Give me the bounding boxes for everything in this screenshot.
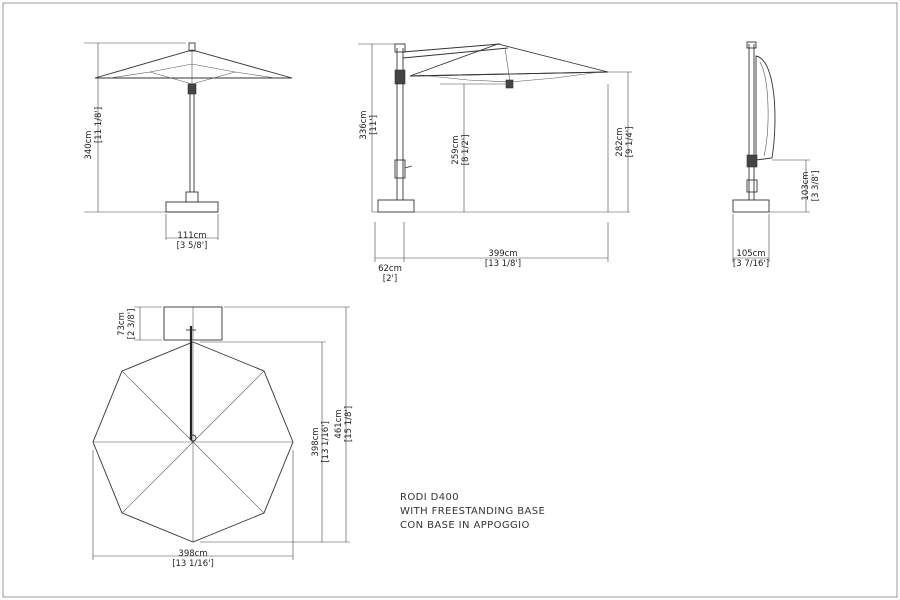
front-view: 340cm [11 1/8'] 111cm [3 5/8'] bbox=[84, 42, 293, 251]
note-line-1: RODI D400 bbox=[400, 492, 459, 503]
top-base-cm: 73cm bbox=[117, 312, 127, 336]
front-base-cm: 111cm bbox=[177, 231, 206, 241]
top-canopy-h-cm: 398cm bbox=[178, 549, 207, 559]
note-line-3: CON BASE IN APPOGGIO bbox=[400, 520, 530, 531]
top-base-in: [2 3/8'] bbox=[127, 309, 137, 340]
closed-height-in: [3 3/8'] bbox=[811, 171, 821, 202]
side-base bbox=[377, 199, 415, 213]
title-notes: RODI D400 WITH FREESTANDING BASE CON BAS… bbox=[400, 492, 545, 531]
front-base bbox=[165, 201, 219, 213]
front-finial bbox=[188, 42, 196, 52]
front-base-in: [3 5/8'] bbox=[177, 241, 208, 251]
side-offset-in: [2'] bbox=[383, 274, 397, 284]
note-line-2: WITH FREESTANDING BASE bbox=[400, 506, 545, 517]
side-view: 336cm [11'] 259cm [8 1/2'] 282cm [9 1/4'… bbox=[358, 43, 635, 284]
front-height-in: [11 1/8'] bbox=[94, 107, 104, 143]
top-total-in: [15 1/8'] bbox=[344, 406, 354, 442]
closed-view: 103cm [3 3/8'] 105cm [3 7/16'] bbox=[732, 41, 821, 269]
side-span-cm: 399cm bbox=[488, 249, 517, 259]
top-total-cm: 461cm bbox=[334, 409, 344, 438]
closed-width-cm: 105cm bbox=[736, 249, 765, 259]
side-inner-cm: 259cm bbox=[451, 135, 461, 164]
top-view: 73cm [2 3/8'] 398cm [13 1/16'] 461cm [15… bbox=[92, 306, 354, 569]
side-outer-in: [9 1/4'] bbox=[625, 127, 635, 158]
side-height-in: [11'] bbox=[369, 115, 379, 135]
closed-canopy bbox=[755, 55, 776, 161]
closed-base bbox=[732, 199, 770, 213]
side-inner-in: [8 1/2'] bbox=[461, 135, 471, 166]
side-height-cm: 336cm bbox=[359, 110, 369, 139]
side-offset-cm: 62cm bbox=[378, 264, 402, 274]
closed-width-in: [3 7/16'] bbox=[733, 259, 769, 269]
top-canopy-v-in: [13 1/16'] bbox=[321, 421, 331, 463]
closed-height-cm: 103cm bbox=[801, 171, 811, 200]
top-canopy-h-in: [13 1/16'] bbox=[172, 559, 214, 569]
side-span-in: [13 1/8'] bbox=[485, 259, 521, 269]
front-height-cm: 340cm bbox=[84, 130, 94, 159]
side-outer-cm: 282cm bbox=[615, 127, 625, 156]
top-canopy-v-cm: 398cm bbox=[311, 427, 321, 456]
